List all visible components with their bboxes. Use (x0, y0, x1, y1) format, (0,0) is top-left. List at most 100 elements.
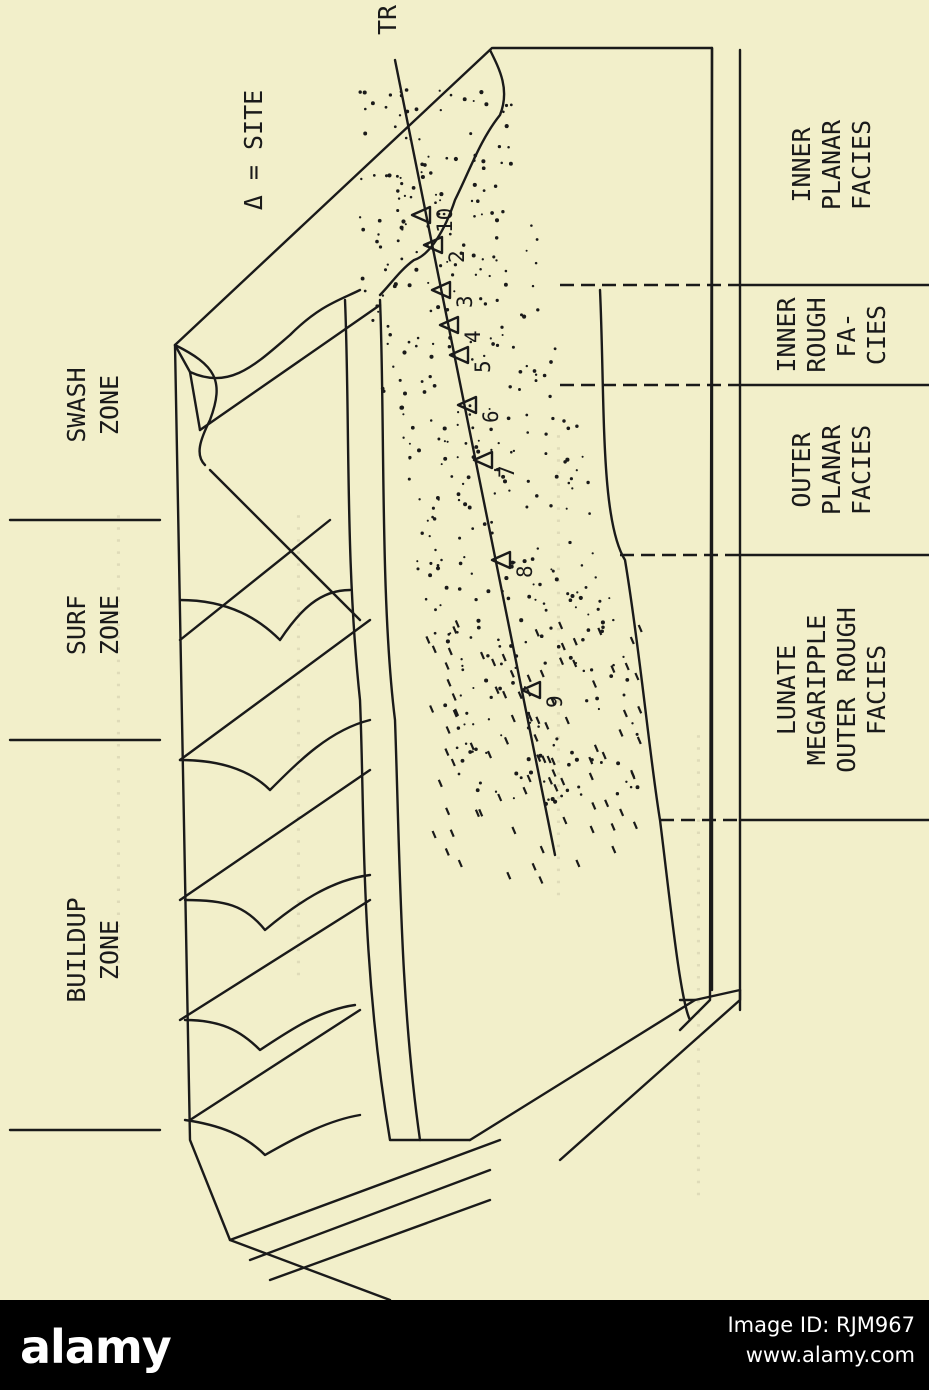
sand-dot (542, 602, 546, 605)
sand-dot (408, 442, 411, 445)
sand-dot (439, 108, 442, 112)
sand-dot (469, 132, 473, 136)
sand-dot (584, 585, 588, 589)
sand-dot (534, 261, 538, 265)
sand-dot (410, 425, 415, 430)
sand-dot (451, 273, 455, 277)
megaripple-tick (539, 669, 545, 678)
sand-dot (597, 707, 601, 711)
facies-0-line-1: PLANAR (817, 119, 846, 210)
sand-dot (456, 423, 459, 426)
sand-dot (386, 342, 389, 346)
sand-dot (553, 347, 557, 351)
sand-dot (388, 333, 392, 337)
sand-dot (408, 457, 411, 460)
megaripple-tick (533, 733, 539, 742)
megaripple-tick (531, 862, 537, 871)
sand-dot (495, 298, 499, 302)
sand-dot (568, 655, 573, 660)
site-triangle-9 (520, 680, 542, 700)
sand-dot (495, 343, 500, 348)
site-url[interactable]: www.alamy.com (745, 1343, 915, 1367)
sand-dot (395, 174, 399, 178)
sand-dot (463, 502, 468, 507)
sediment-block (173, 46, 742, 1300)
facies-2-line-0: OUTER (787, 431, 816, 507)
sand-dot (567, 762, 571, 767)
sand-dot (481, 258, 484, 261)
sand-dot (586, 628, 591, 632)
sand-dot (468, 413, 472, 416)
sand-dot (504, 124, 509, 129)
megaripple-tick (431, 830, 437, 839)
megaripple-tick (494, 686, 500, 695)
sand-dot (437, 437, 441, 441)
sand-dot (556, 644, 561, 649)
sand-dot (458, 536, 462, 540)
sand-dot (493, 492, 496, 495)
sand-dot (570, 750, 574, 755)
sand-dot (577, 785, 581, 789)
sand-dot (361, 227, 366, 232)
sand-dot (396, 189, 400, 193)
sand-dot (625, 780, 628, 783)
sand-dot (411, 186, 416, 190)
megaripple-tick (624, 662, 630, 671)
sand-dot (500, 161, 503, 165)
sand-dot (615, 792, 620, 796)
sand-dot (596, 607, 600, 611)
sand-dot (586, 480, 590, 485)
sand-dot (415, 250, 418, 254)
sand-dot (471, 358, 474, 361)
megaripple-tick (522, 786, 528, 795)
sand-dot (453, 156, 458, 162)
sand-dot (402, 350, 407, 355)
sand-dot (542, 373, 547, 378)
sand-dot (508, 161, 513, 166)
sand-dot (500, 734, 503, 737)
sand-dot (375, 304, 379, 308)
sand-dot (429, 309, 433, 313)
sand-dot (438, 89, 441, 92)
sand-dot (571, 487, 574, 490)
megaripple-tick (502, 690, 508, 699)
sand-dot (469, 636, 473, 639)
sand-dot (439, 604, 442, 607)
sand-dot (472, 99, 475, 103)
megaripple-tick (452, 625, 458, 634)
sand-dot (544, 432, 548, 436)
site-number-5: 5 (471, 360, 495, 373)
facies-2-line-2: FACIES (847, 425, 876, 515)
sand-dot (495, 259, 498, 262)
sand-dot (399, 225, 404, 230)
megaripple-tick (437, 779, 443, 788)
sand-dot (402, 413, 405, 416)
sand-dot (473, 153, 478, 158)
sand-dot (565, 788, 570, 793)
sand-dot (468, 750, 473, 754)
inner-boundary (598, 288, 692, 1022)
megaripple-tick (637, 705, 643, 714)
megaripple-tick (604, 799, 610, 808)
sand-dot (622, 693, 626, 697)
sand-dot (578, 595, 583, 600)
sand-dot (616, 761, 621, 766)
sand-dot (396, 208, 400, 213)
sand-dot (625, 678, 630, 682)
sand-dot (450, 475, 454, 478)
sand-dot (471, 253, 476, 258)
sand-dot (491, 342, 495, 346)
sand-dot (609, 674, 614, 678)
sand-dot (460, 658, 463, 661)
sand-dot (431, 515, 434, 519)
sand-dot (378, 245, 383, 249)
sand-dot (476, 618, 481, 623)
sand-dot (444, 585, 449, 590)
sand-dot (552, 743, 556, 747)
sand-dot (591, 552, 594, 555)
sand-dot (574, 757, 579, 762)
alamy-logo[interactable]: alamy (20, 1320, 172, 1374)
sand-dot (569, 477, 573, 481)
sand-dot (532, 583, 535, 586)
